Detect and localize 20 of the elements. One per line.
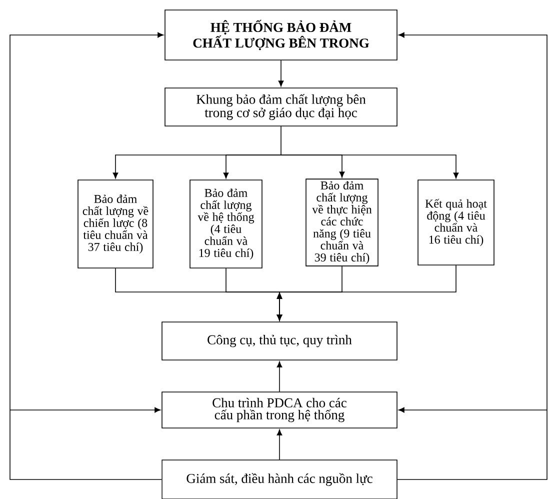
arrow	[276, 361, 282, 392]
arrow	[398, 32, 548, 410]
process-box: Công cụ, thủ tục, quy trình	[162, 322, 398, 360]
process-box: Kết quả hoạt động (4 tiêu chuẩn và 16 tiêu chí)	[418, 180, 494, 266]
process-box: Khung bảo đảm chất lượng bên trong cơ sở giáo dục đại học	[164, 88, 398, 126]
arrow	[10, 32, 164, 410]
arrow	[398, 407, 548, 413]
process-box: Bảo đảm chất lượng về chiến lược (8 tiêu chuẩn và 37 tiêu chí)	[78, 180, 154, 268]
process-box: Giám sát, điều hành các nguồn lực	[162, 460, 398, 499]
arrow	[223, 154, 282, 179]
arrow	[10, 407, 161, 413]
arrow	[278, 60, 284, 87]
arrow	[276, 265, 456, 321]
process-box: Chu trình PDCA cho các cấu phần trong hệ thống	[162, 392, 398, 428]
arrow	[280, 154, 459, 179]
arrow	[276, 429, 282, 460]
arrowhead	[276, 292, 282, 299]
process-box: Bảo đảm chất lượng về thực hiện các chức năng (9 tiêu chuẩn và 39 tiêu chí)	[306, 178, 378, 266]
process-box: Bảo đảm chất lượng về hệ thống (4 tiêu chuẩn và 19 tiêu chí)	[190, 180, 262, 268]
title-box: HỆ THỐNG BẢO ĐẢM CHẤT LƯỢNG BÊN TRONG	[164, 10, 398, 60]
